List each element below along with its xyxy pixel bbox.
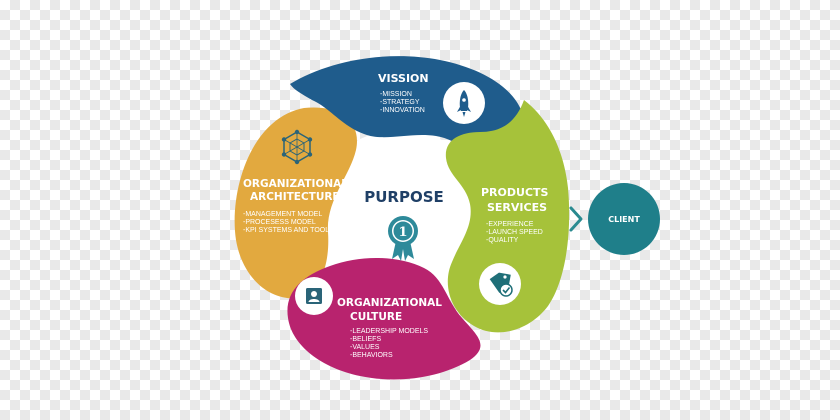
products-item: -EXPERIENCE (486, 221, 534, 228)
segment-vision: VISSION -MISSION -STRATEGY -INNOVATION (290, 56, 525, 159)
culture-item: -VALUES (350, 344, 380, 351)
culture-title-line1: ORGANIZATIONAL (337, 297, 442, 309)
price-tag-check-icon (489, 272, 513, 297)
products-title-line1: PRODUCTS (481, 186, 549, 199)
products-item: -QUALITY (486, 237, 519, 244)
client-circle (588, 183, 660, 255)
segment-architecture-shape (234, 107, 357, 299)
segment-vision-shape (290, 56, 525, 159)
network-hexagon-icon (281, 129, 313, 165)
culture-item: -BEHAVIORS (350, 352, 393, 359)
vision-item: -INNOVATION (380, 107, 425, 114)
segment-products: PRODUCTS SERVICES -EXPERIENCE -LAUNCH SP… (445, 100, 570, 333)
architecture-title-line1: ORGANIZATIONAL (243, 178, 348, 190)
purpose-title: PURPOSE (364, 188, 444, 206)
segment-culture-shape (287, 257, 481, 380)
center-purpose: PURPOSE 1 (364, 188, 444, 261)
chevron-right-icon (569, 206, 583, 232)
culture-title-line2: CULTURE (350, 311, 402, 323)
architecture-item: -PROCESESS MODEL (243, 219, 316, 226)
products-title-line2: SERVICES (487, 201, 547, 214)
architecture-item: -MANAGEMENT MODEL (243, 211, 322, 218)
badge-number: 1 (398, 225, 407, 240)
vision-item: -STRATEGY (380, 99, 420, 106)
person-icon (306, 288, 322, 304)
products-item: -LAUNCH SPEED (486, 229, 543, 236)
culture-item: -LEADERSHIP MODELS (350, 328, 428, 335)
segment-architecture: ORGANIZATIONAL ARCHITECTURE -MANAGEMENT … (234, 107, 357, 299)
rocket-icon (457, 90, 471, 117)
segment-products-shape (445, 100, 570, 333)
client-label: CLIENT (608, 215, 640, 224)
client-group: CLIENT (569, 183, 660, 255)
architecture-title-line2: ARCHITECTURE (250, 191, 340, 203)
segment-culture: ORGANIZATIONAL CULTURE -LEADERSHIP MODEL… (287, 257, 481, 380)
culture-item: -BELIEFS (350, 336, 381, 343)
vision-title: VISSION (378, 72, 429, 85)
architecture-item: -KPI SYSTEMS AND TOOLS (243, 227, 334, 234)
vision-item: -MISSION (380, 91, 412, 98)
award-ribbon-icon: 1 (388, 216, 418, 261)
